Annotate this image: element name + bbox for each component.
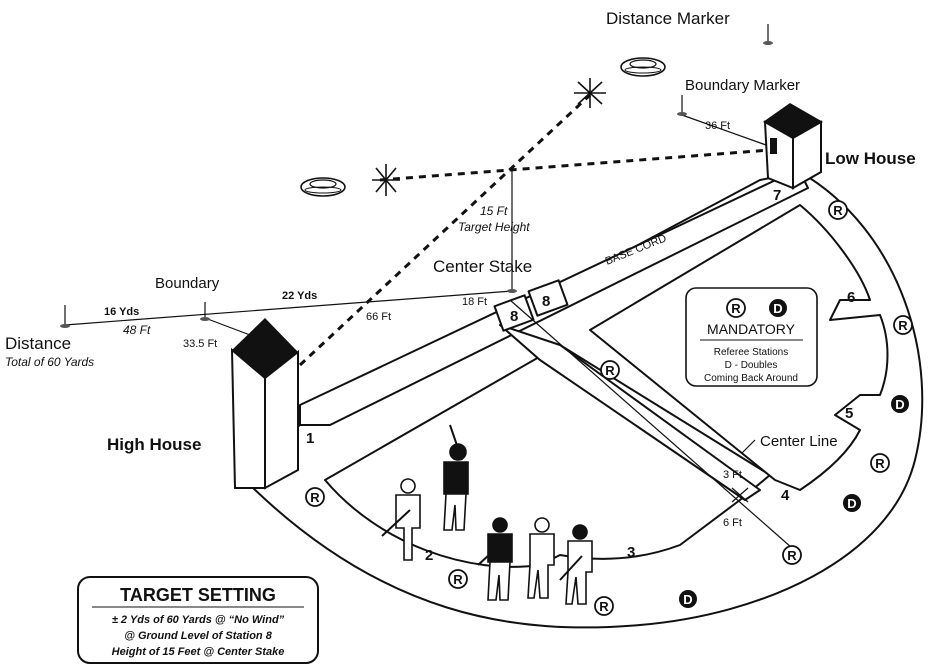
target-break-star-2: [372, 164, 400, 196]
measure-16yds: 16 Yds: [104, 306, 139, 318]
measure-48ft: 48 Ft: [123, 323, 151, 337]
shooter-figure-3: [477, 517, 513, 601]
station-2-label: 2: [425, 547, 433, 564]
boundary-marker-right-stake: [677, 95, 687, 116]
measure-18ft: 18 Ft: [462, 296, 487, 308]
svg-text:R: R: [898, 318, 908, 333]
target-setting-line-3: Height of 15 Feet @ Center Stake: [112, 646, 285, 658]
distance-label: Distance: [5, 334, 71, 353]
legend-line-3: Coming Back Around: [704, 373, 798, 384]
boundary-marker-left-stake: [200, 302, 210, 321]
legend-line-2: D - Doubles: [725, 360, 778, 371]
station-8-pad-right: [527, 279, 569, 317]
doubles-marker: D: [843, 494, 861, 512]
center-stake-label: Center Stake: [433, 257, 532, 276]
high-house-tie: [204, 317, 251, 336]
svg-text:R: R: [875, 456, 885, 471]
clay-target-1: [300, 177, 346, 197]
high-house-target-path: [298, 93, 592, 367]
target-height-label: Target Height: [458, 220, 530, 234]
center-line-cross-b: [731, 487, 749, 503]
center-line-walkway: [499, 324, 761, 501]
measure-33-5ft: 33.5 Ft: [183, 338, 217, 350]
station-1-label: 1: [306, 430, 314, 447]
boundary-label: Boundary: [155, 275, 220, 292]
distance-line-left: [64, 290, 513, 326]
legend-d-symbol: D: [773, 301, 782, 316]
high-house-label: High House: [107, 435, 201, 454]
clay-target-2: [620, 57, 666, 77]
svg-text:D: D: [895, 397, 904, 412]
doubles-marker: D: [891, 395, 909, 413]
referee-marker: R: [870, 453, 890, 473]
station-8-label-right: 8: [542, 293, 550, 310]
legend-line-1: Referee Stations: [714, 347, 789, 358]
distance-marker-label: Distance Marker: [606, 9, 730, 28]
shooter-figure-2: [443, 424, 469, 531]
target-setting-title: TARGET SETTING: [120, 585, 276, 605]
measure-22yds: 22 Yds: [282, 290, 317, 302]
svg-text:R: R: [599, 599, 609, 614]
station-6-label: 6: [847, 289, 855, 306]
boundary-line-right: [681, 114, 781, 151]
shooter-figure-1: [381, 478, 421, 561]
svg-text:D: D: [683, 592, 692, 607]
referee-marker: R: [600, 360, 620, 380]
svg-text:R: R: [605, 363, 615, 378]
station-4-label: 4: [781, 487, 790, 504]
measure-6ft: 6 Ft: [723, 517, 742, 529]
referee-marker: R: [594, 596, 614, 616]
measure-15ft: 15 Ft: [480, 204, 508, 218]
station-7-label: 7: [773, 187, 781, 204]
total-distance-label: Total of 60 Yards: [5, 355, 94, 369]
svg-text:R: R: [787, 548, 797, 563]
referee-marker: R: [305, 487, 325, 507]
referee-marker: R: [828, 200, 848, 220]
target-break-star-1: [574, 78, 606, 108]
station-8-label-left: 8: [510, 308, 518, 325]
svg-text:D: D: [847, 496, 856, 511]
referee-marker: R: [782, 545, 802, 565]
station-5-label: 5: [845, 405, 853, 422]
high-house-building: [230, 318, 299, 490]
svg-text:R: R: [310, 490, 320, 505]
measure-3ft: 3 Ft: [723, 469, 742, 481]
low-house-building: [763, 103, 823, 190]
legend-r-symbol: R: [731, 301, 741, 316]
shooter-figure-4: [527, 517, 555, 599]
low-house-label: Low House: [825, 149, 916, 168]
mandatory-legend: R D MANDATORY Referee Stations D - Doubl…: [685, 287, 818, 387]
center-line-pointer: [741, 439, 756, 454]
low-house-target-path: [379, 148, 771, 182]
measure-36ft: 36 Ft: [705, 120, 730, 132]
svg-text:R: R: [453, 572, 463, 587]
referee-marker: R: [448, 569, 468, 589]
doubles-marker: D: [679, 590, 697, 608]
center-stake-marker: [507, 289, 517, 293]
station-8-pad-left: [493, 294, 535, 332]
boundary-marker-label: Boundary Marker: [685, 77, 800, 94]
shooter-figure-5: [559, 524, 593, 605]
svg-text:R: R: [833, 203, 843, 218]
target-setting-line-1: ± 2 Yds of 60 Yards @ “No Wind”: [112, 614, 285, 626]
legend-title: MANDATORY: [707, 321, 796, 337]
target-setting-line-2: @ Ground Level of Station 8: [124, 630, 273, 642]
distance-marker-right-stake: [763, 24, 773, 45]
distance-marker-left-stake: [60, 305, 70, 328]
measure-66ft: 66 Ft: [366, 311, 391, 323]
station-3-label: 3: [627, 544, 635, 561]
center-line-label: Center Line: [760, 433, 838, 450]
target-setting-box: TARGET SETTING ± 2 Yds of 60 Yards @ “No…: [77, 576, 319, 664]
center-line: [509, 299, 801, 556]
referee-marker: R: [893, 315, 913, 335]
